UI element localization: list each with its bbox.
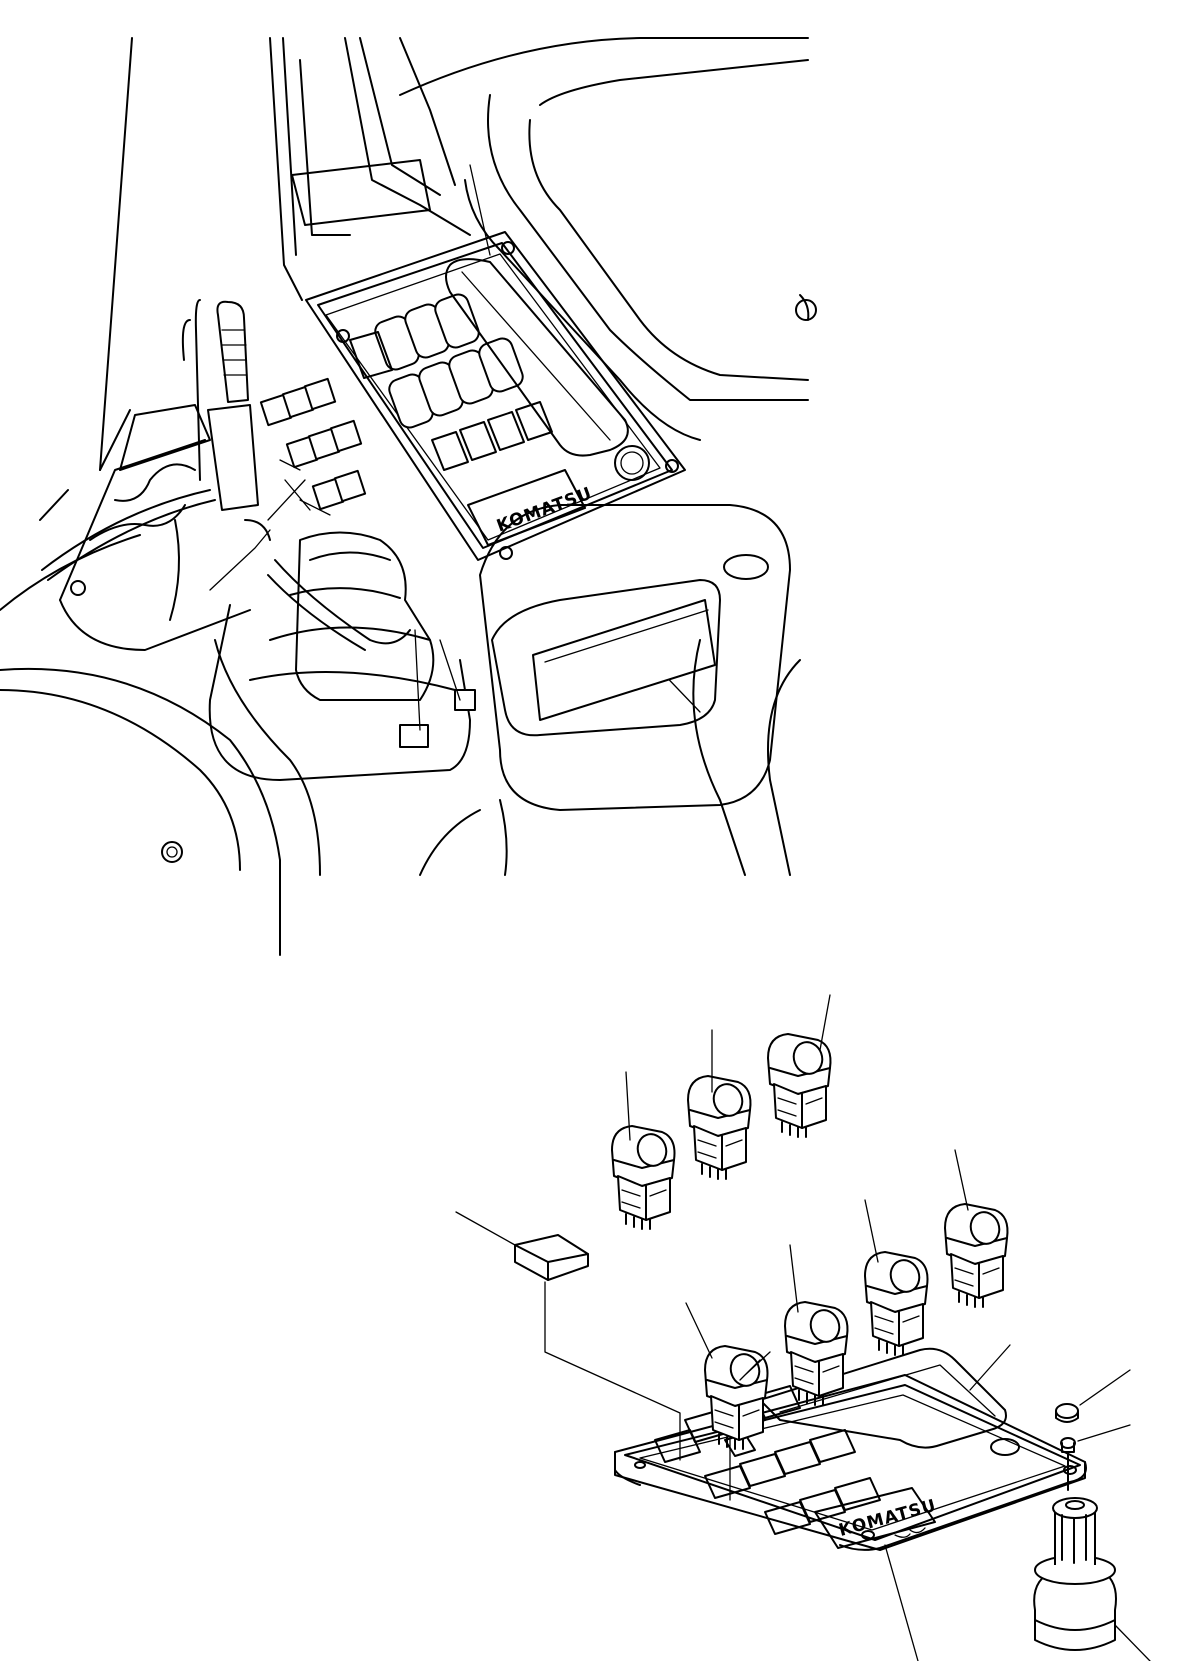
rocker-switch-3 bbox=[767, 1033, 832, 1138]
right-window-frame bbox=[399, 37, 817, 441]
blank-cap bbox=[514, 1234, 681, 1461]
cab-pillar-lines bbox=[99, 37, 471, 471]
brand-plate-top bbox=[467, 469, 586, 546]
rocker-switch-2 bbox=[687, 1075, 752, 1180]
rocker-switch-6 bbox=[784, 1301, 849, 1406]
brand-plate-bottom bbox=[814, 1487, 936, 1549]
screw-and-washer bbox=[1055, 1403, 1079, 1491]
panel-rocker-switches bbox=[374, 293, 524, 429]
lever-boot bbox=[208, 531, 476, 781]
exploded-switch-panel-view: KOMATSU bbox=[455, 994, 1151, 1661]
relay-blocks bbox=[259, 377, 367, 521]
panel-plate: KOMATSU bbox=[614, 1347, 1087, 1551]
console-opening bbox=[479, 504, 791, 811]
key-switch bbox=[614, 445, 650, 481]
bottom-callout-leaders bbox=[455, 994, 1151, 1661]
control-lever bbox=[181, 299, 259, 511]
starter-key-switch bbox=[1033, 1497, 1117, 1651]
switch-panel: KOMATSU bbox=[305, 231, 686, 561]
panel-display bbox=[445, 258, 629, 457]
rocker-switch-4 bbox=[944, 1203, 1009, 1308]
rocker-switch-5 bbox=[864, 1251, 929, 1356]
cab-console-view: KOMATSU bbox=[0, 37, 817, 956]
plate-display bbox=[759, 1347, 1007, 1449]
left-tray bbox=[0, 404, 801, 956]
rocker-switch-7 bbox=[704, 1345, 769, 1450]
rocker-switch-1 bbox=[611, 1125, 676, 1230]
